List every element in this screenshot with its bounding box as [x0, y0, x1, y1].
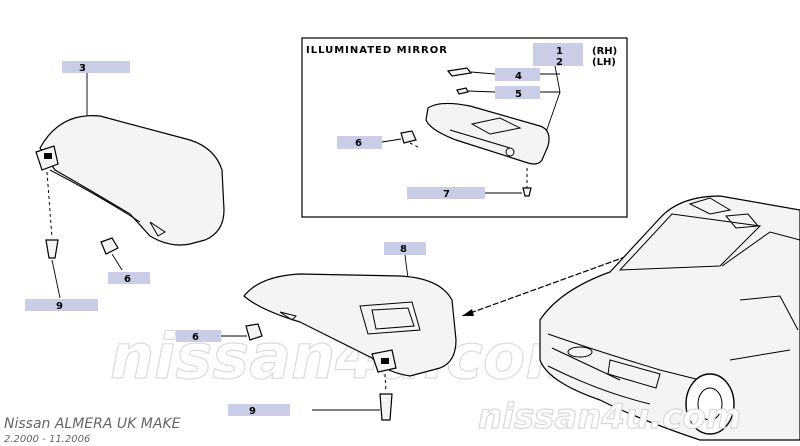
callout-6-inset-box	[337, 136, 382, 149]
callout-5-box	[495, 86, 540, 99]
callout-9-center-box	[228, 404, 290, 416]
mirror-bulb-part	[456, 87, 469, 95]
screw-left-part	[45, 239, 59, 259]
callout-8-box	[384, 242, 426, 255]
clip-part-inset	[400, 130, 417, 144]
callout-3: 3	[79, 63, 86, 74]
illuminated-mirror-inset: ILLUMINATED MIRROR 1 2 (RH) (LH) 4 5 6 7	[301, 37, 628, 218]
callout-3-box	[62, 61, 130, 73]
callout-6-center: 6	[192, 332, 199, 343]
callout-6-left: 6	[124, 274, 131, 285]
callout-9-left-box	[25, 299, 98, 311]
screw-part-inset	[522, 187, 532, 197]
car-illustration	[539, 195, 800, 441]
sun-visor-left-part	[39, 115, 225, 246]
callout-4: 4	[515, 71, 522, 82]
sun-visor-left-group: 3 9 6	[25, 61, 225, 312]
clip-left-part	[100, 237, 119, 255]
clip-center-part	[245, 323, 263, 341]
callout-7-box	[407, 187, 485, 199]
callout-2: 2	[556, 57, 563, 68]
sun-visor-center-part	[243, 273, 457, 377]
watermark-brand: nissan4u.com	[478, 397, 741, 437]
callout-8: 8	[400, 244, 407, 255]
sun-visor-center-group: 8 6 9	[176, 242, 457, 421]
callout-9-left: 9	[56, 301, 63, 312]
mirror-cover-part	[446, 67, 473, 77]
footer-dates: 2.2000 - 11.2006	[4, 434, 90, 445]
callout-4-box	[495, 68, 540, 81]
inset-title: ILLUMINATED MIRROR	[306, 45, 448, 56]
callout-6-inset: 6	[355, 138, 362, 149]
screw-center-part	[379, 393, 393, 421]
callout-5: 5	[515, 89, 522, 100]
label-lh: (LH)	[592, 57, 616, 68]
callout-6-center-box	[176, 330, 221, 342]
callout-9-center: 9	[249, 406, 256, 417]
callout-1: 1	[556, 46, 563, 57]
footer-model: Nissan ALMERA UK MAKE	[4, 416, 181, 432]
illuminated-visor-part	[425, 102, 550, 165]
label-rh: (RH)	[592, 46, 617, 57]
callout-6-left-box	[108, 272, 150, 284]
front-wheel	[685, 373, 735, 435]
callout-7: 7	[443, 189, 450, 200]
callout-1-box	[533, 43, 583, 66]
